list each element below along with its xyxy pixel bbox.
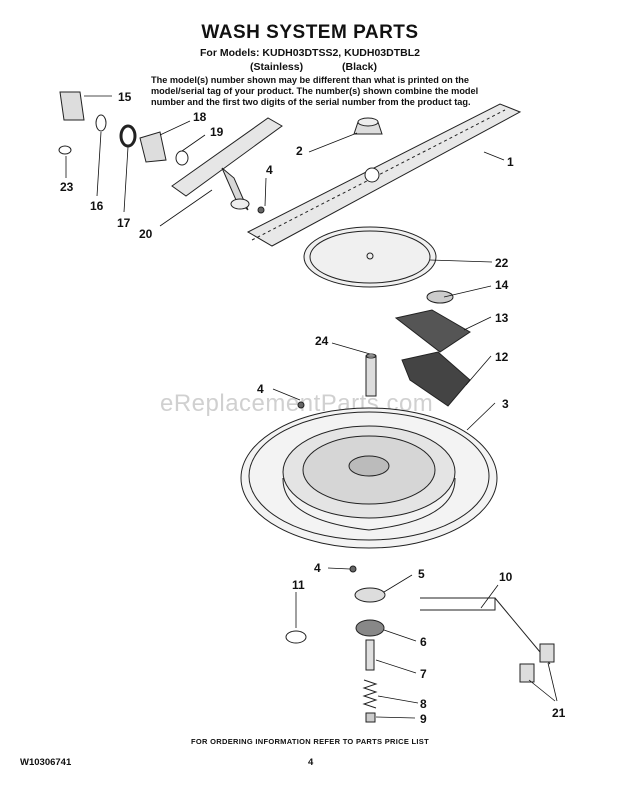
callout-13: 13 xyxy=(495,311,509,325)
callout-4-upper: 4 xyxy=(266,163,273,177)
part-15 xyxy=(59,91,85,121)
callout-5: 5 xyxy=(418,567,425,581)
ordering-info: FOR ORDERING INFORMATION REFER TO PARTS … xyxy=(191,737,429,746)
model-note: The model(s) number shown may be differe… xyxy=(151,75,479,108)
part-6 xyxy=(355,619,385,637)
part-lower-spray-arm xyxy=(246,103,522,247)
callout-16: 16 xyxy=(90,199,104,213)
part-filter-disc xyxy=(303,226,437,288)
page-number: 4 xyxy=(308,757,314,768)
callout-21: 21 xyxy=(552,706,566,720)
callout-6: 6 xyxy=(420,635,427,649)
callout-23: 23 xyxy=(60,180,74,194)
callout-1: 1 xyxy=(507,155,514,169)
callout-8: 8 xyxy=(420,697,427,711)
part-screw-4b xyxy=(257,206,265,214)
part-23 xyxy=(58,145,72,155)
callout-10: 10 xyxy=(499,570,513,584)
callout-9: 9 xyxy=(420,712,427,726)
part-10 xyxy=(420,597,496,611)
callout-12: 12 xyxy=(495,350,509,364)
callout-15: 15 xyxy=(118,90,132,104)
part-8-spring xyxy=(362,679,378,709)
callout-18: 18 xyxy=(193,110,207,124)
part-12 xyxy=(401,351,471,407)
callout-4-middle: 4 xyxy=(257,382,264,396)
callout-3: 3 xyxy=(502,397,509,411)
part-19 xyxy=(175,150,189,166)
callout-17: 17 xyxy=(117,216,131,230)
document-number: W10306741 xyxy=(20,757,72,768)
part-24-shaft xyxy=(365,353,377,397)
part-18 xyxy=(139,131,167,163)
part-middle-spray-arm xyxy=(171,117,283,211)
part-sump-base xyxy=(240,407,498,549)
part-14 xyxy=(426,290,454,304)
callout-14: 14 xyxy=(495,278,509,292)
part-11-ring xyxy=(285,630,307,644)
part-7 xyxy=(365,639,375,671)
callout-24: 24 xyxy=(315,334,329,348)
model-numbers: For Models: KUDH03DTSS2, KUDH03DTBL2 xyxy=(200,47,420,59)
variant-black: (Black) xyxy=(342,61,378,73)
callout-20: 20 xyxy=(139,227,153,241)
part-16 xyxy=(95,114,107,132)
leader-lines xyxy=(65,95,558,719)
page-title: WASH SYSTEM PARTS xyxy=(201,22,419,43)
part-screw-4a xyxy=(297,401,305,409)
variant-stainless: (Stainless) xyxy=(250,61,304,73)
part-9 xyxy=(365,712,376,723)
part-5 xyxy=(354,587,386,603)
part-21b xyxy=(519,663,535,683)
callout-22: 22 xyxy=(495,256,509,270)
part-arm-nut xyxy=(353,117,383,135)
callout-11: 11 xyxy=(292,578,305,592)
part-screw-4c xyxy=(349,565,357,573)
callout-7: 7 xyxy=(420,667,427,681)
part-13 xyxy=(394,309,471,353)
part-17 xyxy=(119,124,137,148)
callout-2: 2 xyxy=(296,144,303,158)
callout-4-lower: 4 xyxy=(314,561,321,575)
callout-19: 19 xyxy=(210,125,224,139)
part-21a xyxy=(539,643,555,663)
